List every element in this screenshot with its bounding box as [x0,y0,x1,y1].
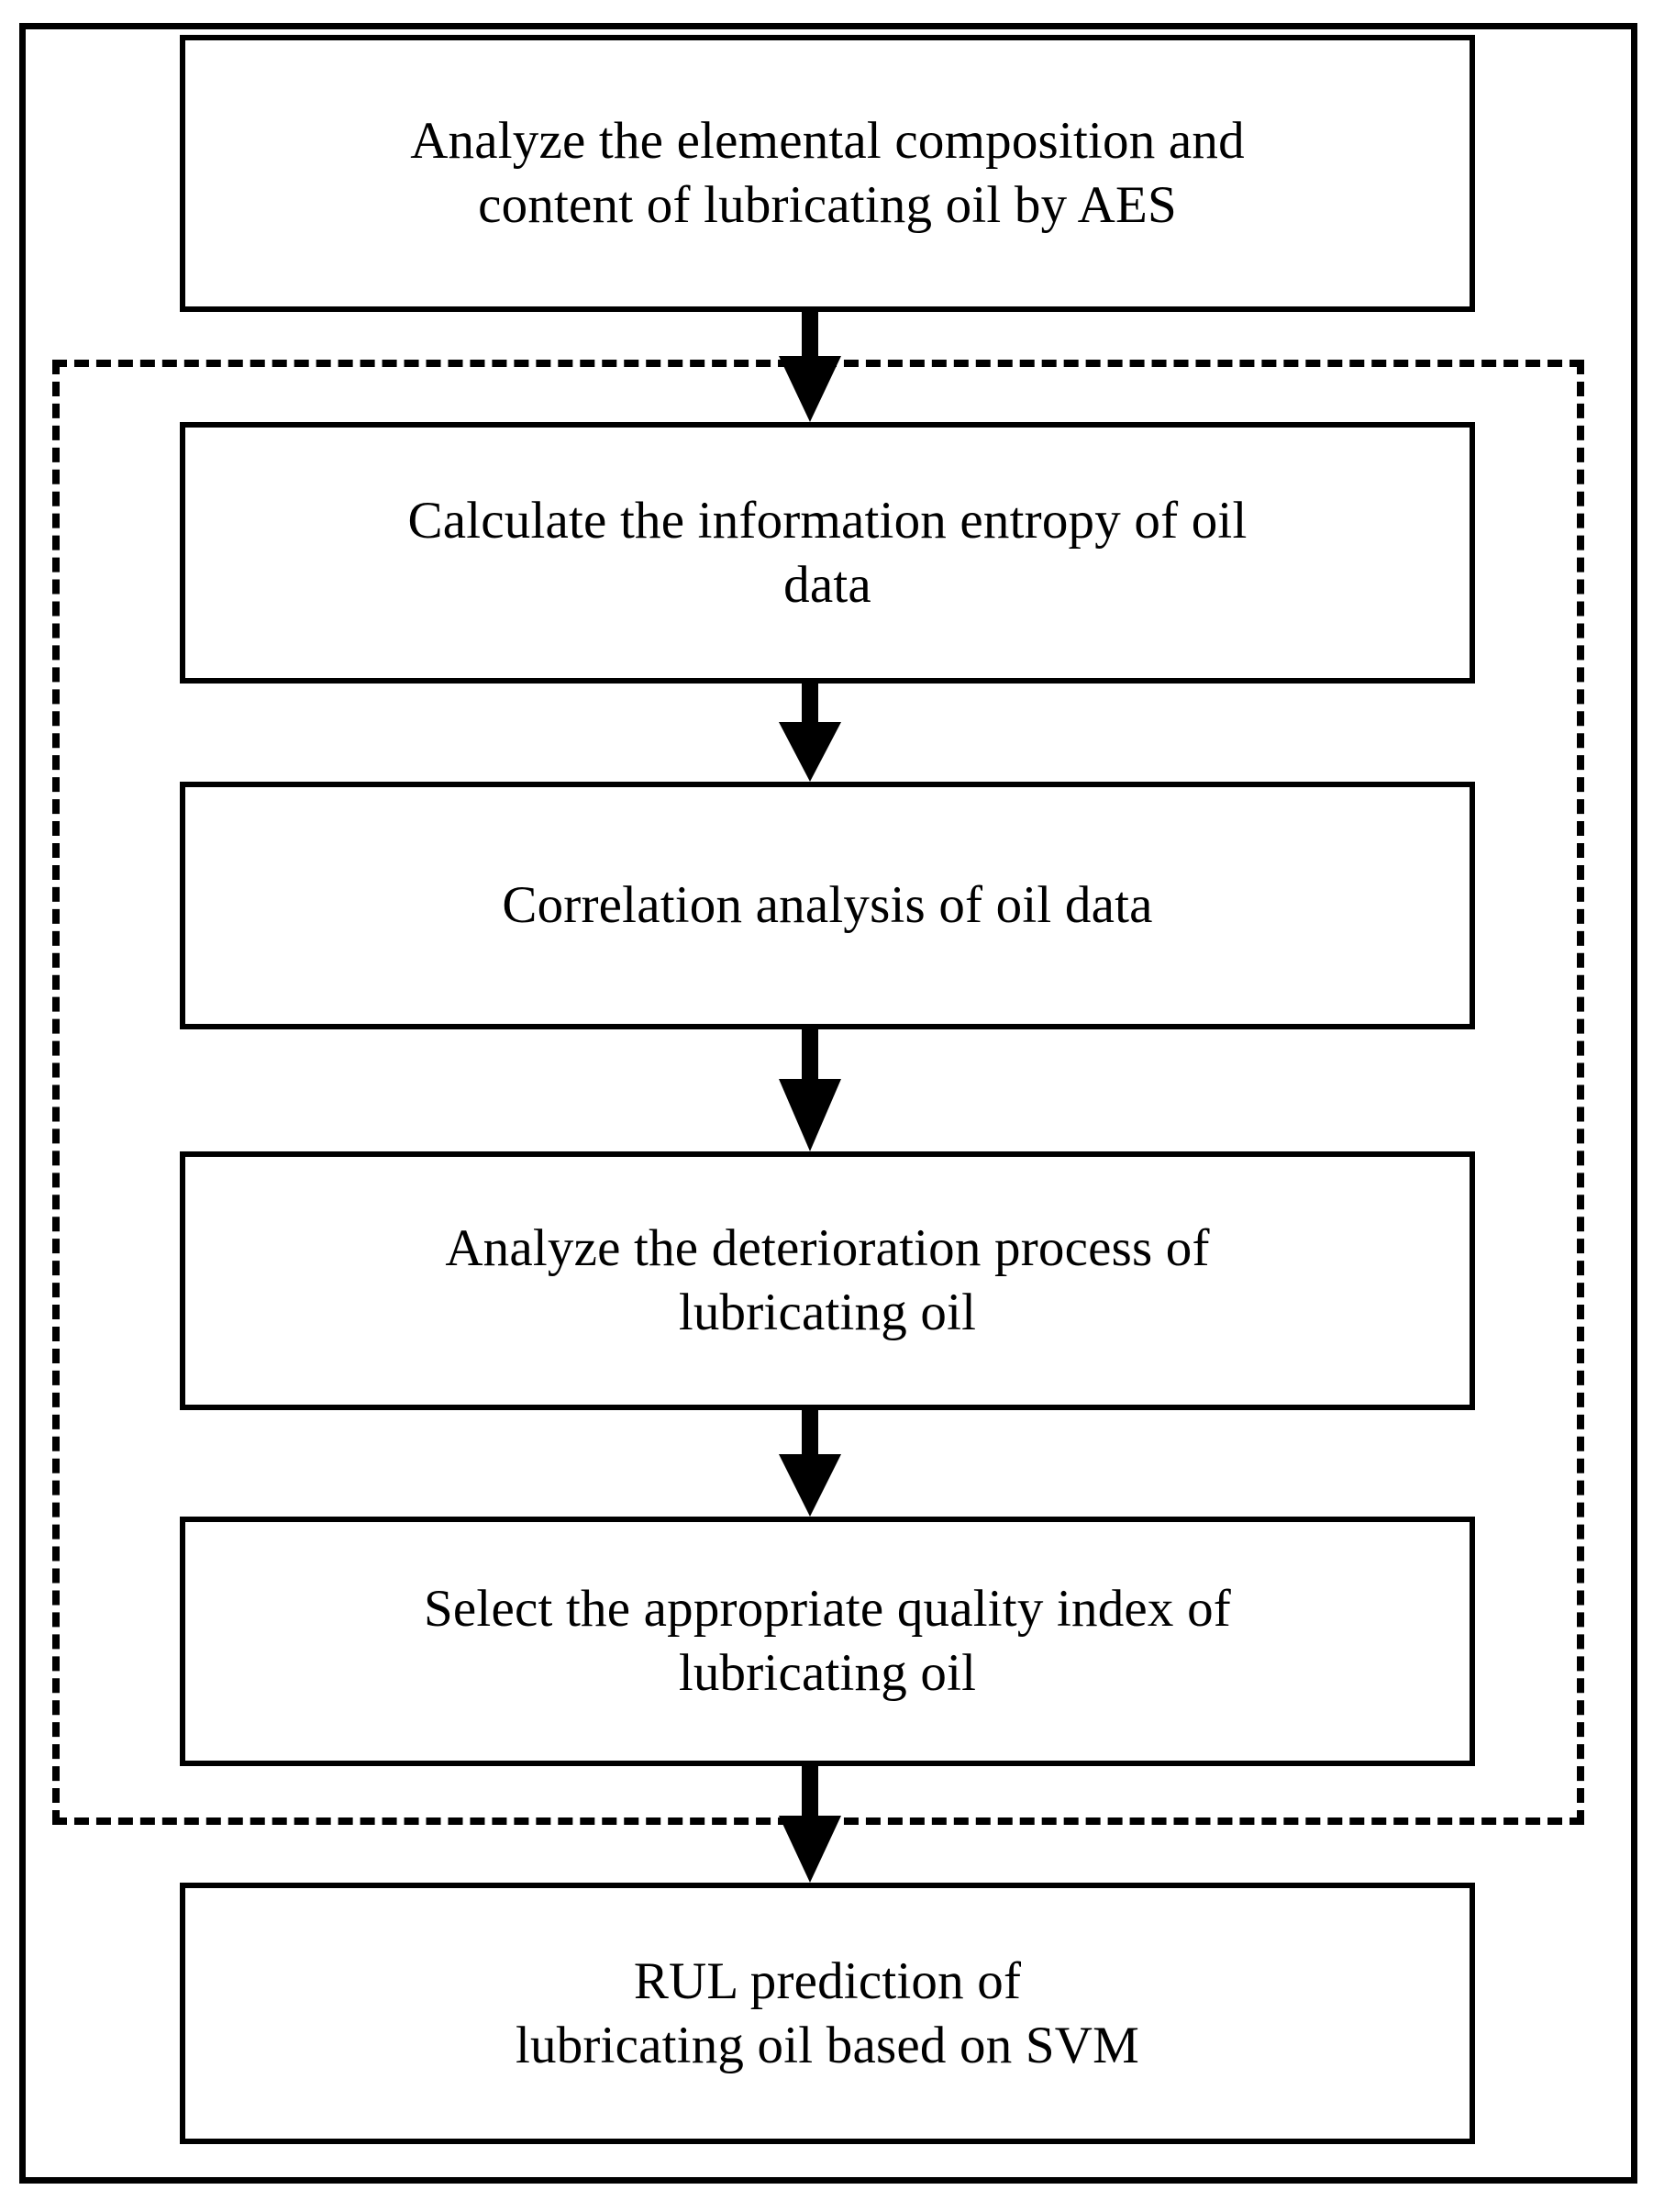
node-analyze-deterioration-process[interactable]: Analyze the deterioration process of lub… [180,1151,1475,1410]
node-label: Correlation analysis of oil data [502,876,1153,935]
outer-frame [19,23,1637,2184]
node-label: Analyze the elemental composition and co… [410,112,1245,234]
node-label: RUL prediction of lubricating oil based … [515,1951,1140,2074]
node-correlation-analysis[interactable]: Correlation analysis of oil data [180,782,1475,1029]
node-analyze-elemental-composition[interactable]: Analyze the elemental composition and co… [180,35,1475,312]
node-label: Analyze the deterioration process of lub… [445,1219,1210,1341]
node-calculate-information-entropy[interactable]: Calculate the information entropy of oil… [180,422,1475,684]
node-select-quality-index[interactable]: Select the appropriate quality index of … [180,1517,1475,1766]
node-label: Calculate the information entropy of oil… [407,491,1248,614]
node-rul-prediction-svm[interactable]: RUL prediction of lubricating oil based … [180,1883,1475,2144]
node-label: Select the appropriate quality index of … [424,1580,1231,1702]
